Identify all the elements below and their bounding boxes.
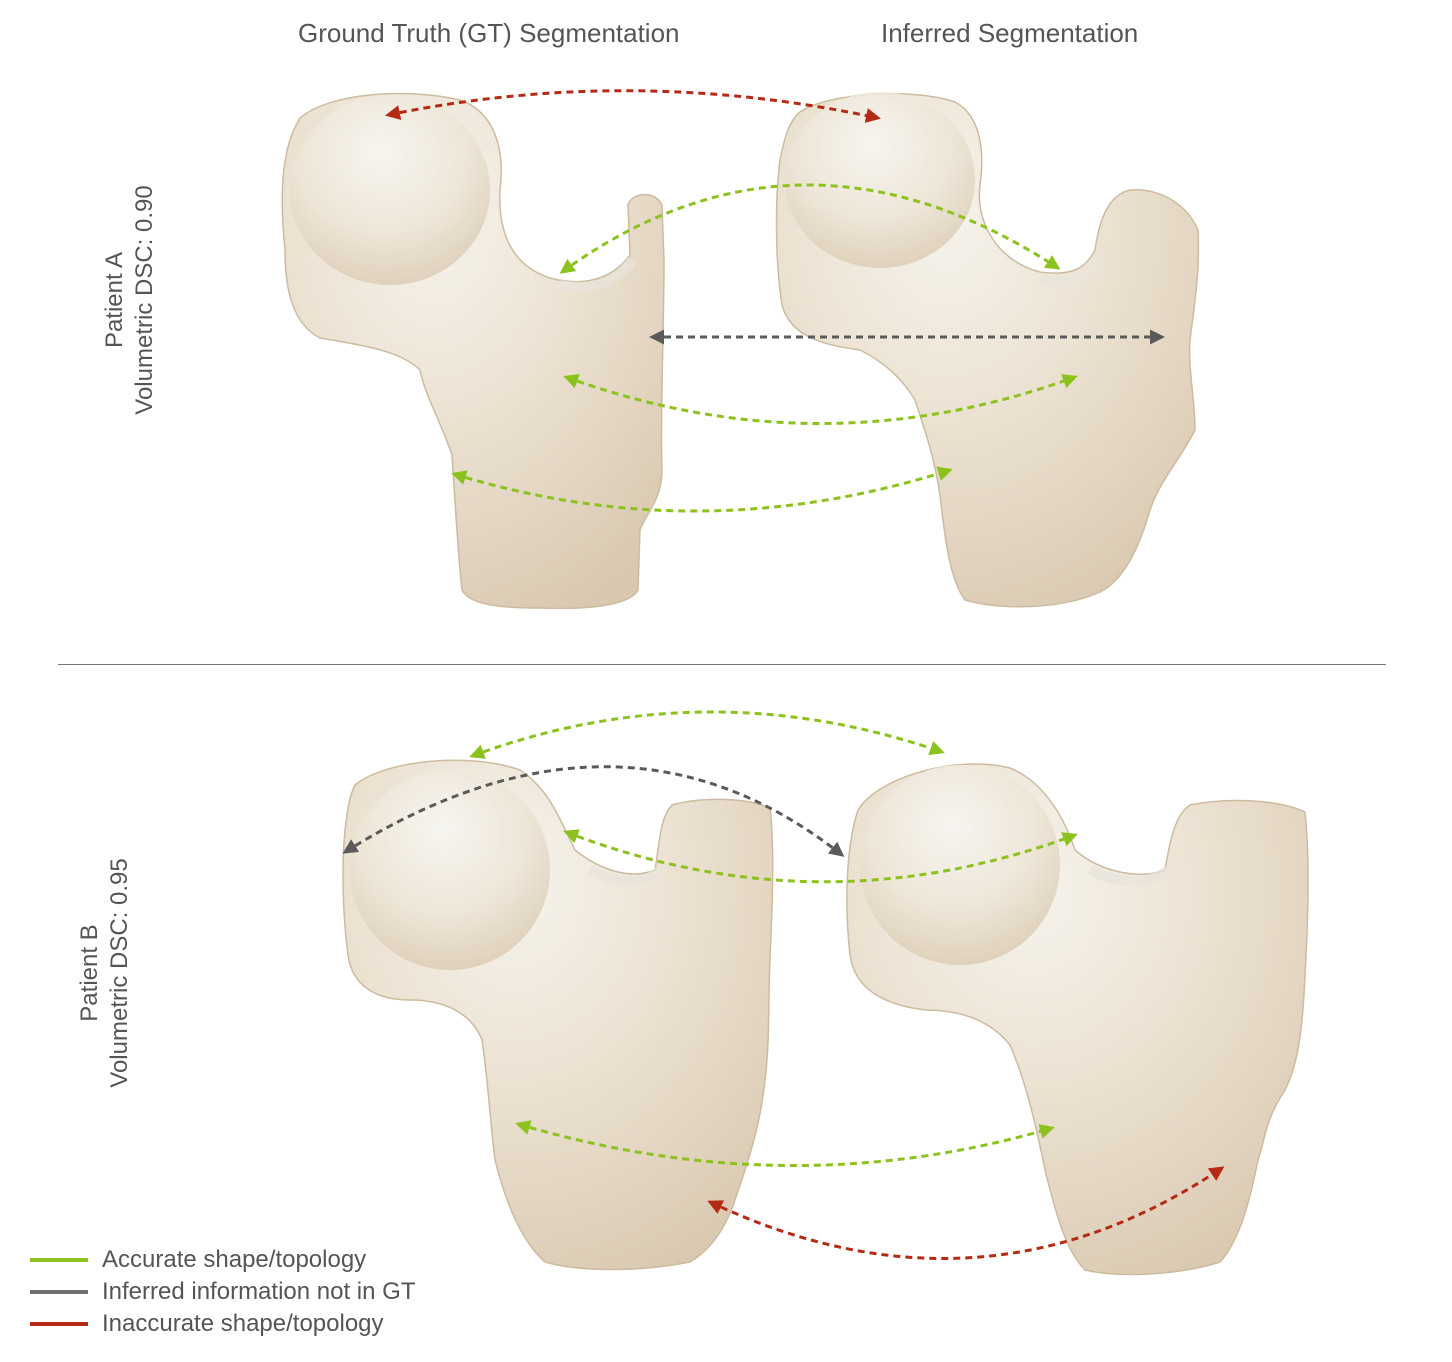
bone-patient-b-inferred <box>847 764 1308 1274</box>
bone-patient-a-gt <box>282 94 664 609</box>
legend-label-inaccurate: Inaccurate shape/topology <box>102 1310 384 1338</box>
bone-patient-a-inferred <box>776 92 1198 607</box>
legend-swatch-inaccurate <box>30 1322 88 1326</box>
legend-item-inferred: Inferred information not in GT <box>30 1276 415 1308</box>
legend-item-inaccurate: Inaccurate shape/topology <box>30 1308 415 1340</box>
legend: Accurate shape/topology Inferred informa… <box>30 1244 415 1340</box>
legend-label-inferred: Inferred information not in GT <box>102 1278 415 1306</box>
bone-patient-b-gt <box>343 760 773 1269</box>
legend-swatch-inferred <box>30 1290 88 1294</box>
legend-swatch-accurate <box>30 1258 88 1262</box>
legend-item-accurate: Accurate shape/topology <box>30 1244 415 1276</box>
legend-label-accurate: Accurate shape/topology <box>102 1246 366 1274</box>
arrow-b-head-top-accurate <box>472 712 942 756</box>
